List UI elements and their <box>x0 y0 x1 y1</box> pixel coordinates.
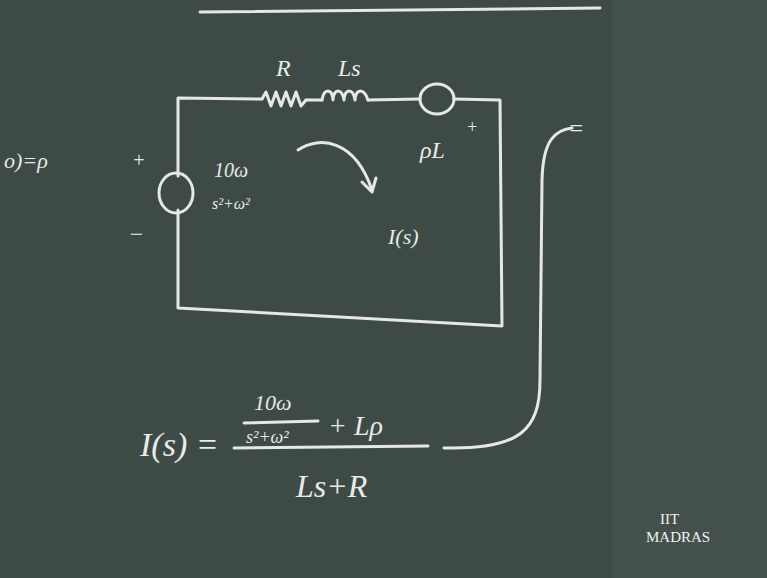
source-value: 10ω <box>214 160 248 180</box>
current-label: I(s) <box>388 226 419 248</box>
watermark: MADRAS <box>646 530 710 545</box>
equation-term: I(s) = <box>140 428 219 462</box>
equation-term: + Lρ <box>328 412 383 440</box>
inductor-symbol <box>322 91 368 100</box>
component-label: Ls <box>338 56 361 80</box>
equation-term: Ls+R <box>296 470 367 502</box>
equation-term: s²+ω² <box>246 428 289 446</box>
fraction-bar <box>244 421 318 423</box>
watermark: IIT <box>660 512 679 527</box>
board-panel <box>612 0 767 578</box>
polarity-sign: + <box>466 118 478 136</box>
initial-condition: o)=ρ <box>4 150 48 172</box>
source-value: s²+ω² <box>212 196 250 212</box>
chalk-mark: = <box>568 116 584 140</box>
wire <box>178 99 502 326</box>
component-label: ρL <box>420 138 445 162</box>
polarity-sign: + <box>132 150 146 170</box>
arrow-head <box>362 178 376 192</box>
resistor-symbol <box>262 92 306 106</box>
polarity-sign: − <box>128 222 144 246</box>
fraction-bar <box>234 446 428 448</box>
equation-term: 10ω <box>254 392 292 414</box>
source-symbol <box>159 173 193 213</box>
wire <box>368 99 420 100</box>
wire <box>306 99 322 102</box>
component-label: R <box>276 56 291 80</box>
chalk-curve <box>444 128 572 448</box>
source-symbol <box>420 84 454 114</box>
